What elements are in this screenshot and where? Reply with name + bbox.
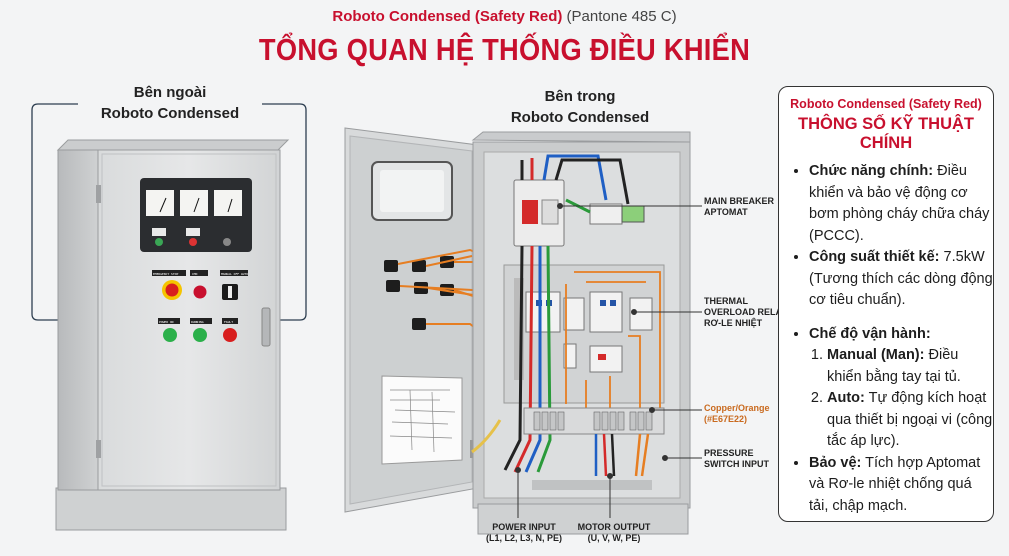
callout-main-breaker-line2: APTOMAT: [704, 207, 748, 217]
spec-auto-label: Auto:: [827, 390, 865, 406]
callout-thermal-line3: RƠ-LE NHIỆT: [704, 318, 763, 328]
callout-main-breaker: MAIN BREAKER APTOMAT: [704, 196, 774, 218]
spec-protect-text: Tích hợp Aptomat và Rơ-le nhiệt chống qu…: [809, 454, 981, 514]
label-running: RUNNING: [191, 320, 204, 324]
exterior-caption: Bên ngoài Roboto Condensed: [80, 82, 260, 124]
callout-thermal-relay: THERMAL OVERLOAD RELAY RƠ-LE NHIỆT: [704, 296, 787, 329]
interior-caption-line1: Bên trong: [544, 88, 616, 105]
spec-auto-text: Tự động kích hoạt qua thiết bị ngoại vi …: [827, 390, 993, 449]
callout-pressure-switch: PRESSURE SWITCH INPUT: [704, 448, 769, 470]
spec-item-function: Chức năng chính: Điều khiển và bảo vệ độ…: [809, 161, 993, 247]
spec-mode-list: Manual (Man): Điều khiển bằng tay tại tủ…: [809, 345, 993, 453]
door-button-labels: EMERGENCY STOP CMD MANUAL OFF AUTO POWER…: [153, 272, 248, 324]
callout-pressure-line2: SWITCH INPUT: [704, 459, 769, 469]
spec-manual-label: Manual (Man):: [827, 347, 925, 363]
callout-copper-line2: (#E67E22): [704, 414, 748, 424]
bracket-left: [31, 103, 78, 321]
spec-mode-manual: Manual (Man): Điều khiển bằng tay tại tủ…: [827, 345, 993, 388]
callout-copper: Copper/Orange (#E67E22): [704, 403, 770, 425]
label-emergency: EMERGENCY STOP: [153, 272, 178, 276]
spec-item-mode: Chế độ vận hành: Manual (Man): Điều khiể…: [809, 324, 993, 453]
exterior-caption-line1: Bên ngoài: [133, 84, 207, 101]
spec-function-text: Điều khiển và bảo vệ động cơ bơm phòng c…: [809, 163, 990, 244]
label-fault: FAULT: [224, 320, 233, 324]
header-font-name: Roboto Condensed (Safety Red): [332, 8, 563, 25]
interior-caption-line2: Roboto Condensed: [510, 109, 650, 126]
callout-motor-output: MOTOR OUTPUT (U, V, W, PE): [574, 522, 654, 544]
label-power-on: POWER ON: [159, 320, 174, 324]
interior-caption: Bên trong Roboto Condensed: [490, 86, 670, 128]
callout-pressure-line1: PRESSURE: [704, 448, 754, 458]
spec-function-label: Chức năng chính:: [809, 163, 934, 179]
label-manual-auto: MANUAL OFF AUTO: [221, 272, 248, 276]
spec-title: THÔNG SỐ KỸ THUẬT CHÍNH: [798, 115, 974, 152]
spec-panel: Roboto Condensed (Safety Red) THÔNG SỐ K…: [778, 86, 994, 522]
callout-main-breaker-line1: MAIN BREAKER: [704, 196, 775, 206]
page-title: TỔNG QUAN HỆ THỐNG ĐIỀU KHIỂN: [258, 32, 751, 67]
spec-font-note: Roboto Condensed (Safety Red): [790, 97, 982, 111]
bracket-right: [262, 103, 307, 321]
callout-power-line1: POWER INPUT: [492, 522, 556, 532]
exterior-caption-line2: Roboto Condensed: [100, 105, 240, 122]
callout-power-line2: (L1, L2, L3, N, PE): [485, 533, 562, 543]
callout-motor-line2: (U, V, W, PE): [587, 533, 641, 543]
callout-motor-line1: MOTOR OUTPUT: [577, 522, 651, 532]
spec-protect-label: Bảo vệ:: [809, 454, 862, 471]
spec-power-label: Công suất thiết kế:: [809, 249, 940, 265]
exterior-cabinet: [55, 139, 290, 531]
spec-spacer: [809, 312, 993, 324]
callout-copper-line1: Copper/Orange: [704, 403, 770, 413]
spec-manual-text: Điều khiển bằng tay tại tủ.: [827, 347, 961, 385]
header-pantone: (Pantone 485 C): [566, 8, 677, 25]
spec-item-protection: Bảo vệ: Tích hợp Aptomat và Rơ-le nhiệt …: [809, 453, 993, 518]
spec-list: Chức năng chính: Điều khiển và bảo vệ độ…: [779, 161, 993, 517]
header-font-note: Roboto Condensed (Safety Red) (Pantone 4…: [0, 8, 1009, 25]
callout-thermal-line2: OVERLOAD RELAY: [704, 307, 788, 317]
label-cmd: CMD: [192, 272, 198, 276]
callout-power-input: POWER INPUT (L1, L2, L3, N, PE): [484, 522, 564, 544]
spec-mode-label: Chế độ vận hành:: [809, 325, 931, 342]
interior-cabinet: [344, 127, 691, 535]
spec-mode-auto: Auto: Tự động kích hoạt qua thiết bị ngo…: [827, 388, 993, 453]
spec-power-text: 7.5kW (Tương thích các dòng động cơ tiêu…: [809, 249, 993, 308]
spec-item-power: Công suất thiết kế: 7.5kW (Tương thích c…: [809, 247, 993, 312]
callout-thermal-line1: THERMAL: [704, 296, 748, 306]
